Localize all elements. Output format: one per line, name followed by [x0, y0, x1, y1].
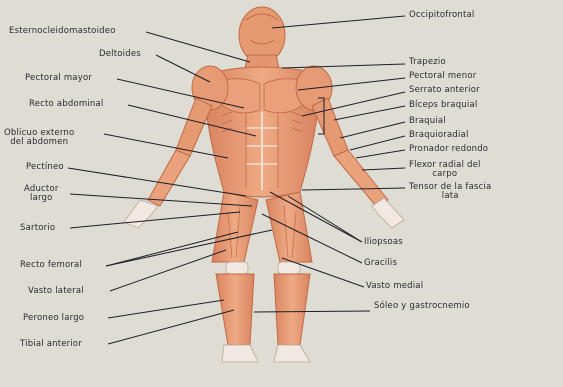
label-vasto-medial: Vasto medial [366, 282, 423, 291]
label-braquioradial: Braquioradial [409, 131, 469, 140]
label-pectineo: Pectíneo [26, 163, 64, 172]
label-tensor-fascia-lata: Tensor de la fascia lata [409, 183, 491, 201]
right-arm [312, 98, 404, 228]
leader-braquial [340, 122, 405, 138]
label-pronador-redondo: Pronador redondo [409, 145, 488, 154]
label-esternocleidomastoideo: Esternocleidomastoideo [9, 27, 116, 36]
leader-sartorio [70, 212, 240, 228]
right-leg [266, 192, 312, 362]
label-recto-abdominal: Recto abdominal [29, 100, 103, 109]
leader-biceps [334, 106, 405, 120]
label-pectoral-mayor: Pectoral mayor [25, 74, 92, 83]
label-serrato-anterior: Serrato anterior [409, 86, 480, 95]
label-occipitofrontal: Occipitofrontal [409, 11, 474, 20]
left-leg [212, 192, 258, 362]
leader-trapezio [282, 64, 405, 68]
label-trapezio: Trapezio [409, 58, 446, 67]
leader-braquioradial [350, 136, 405, 150]
leader-occipitofrontal [272, 16, 405, 28]
left-arm [124, 98, 212, 228]
leader-peroneo [108, 300, 224, 318]
label-peroneo-largo: Peroneo largo [23, 314, 84, 323]
label-iliopsoas: Iliopsoas [364, 238, 403, 247]
label-deltoides: Deltoides [99, 50, 141, 59]
label-oblicuo-externo: Oblicuo externo del abdomen [4, 129, 74, 147]
label-tibial-anterior: Tibial anterior [20, 340, 82, 349]
leader-flexor [362, 168, 405, 170]
leader-soleo [254, 311, 370, 312]
label-biceps-braquial: Bíceps braquial [409, 101, 477, 110]
label-vasto-lateral: Vasto lateral [28, 287, 84, 296]
label-aductor-largo: Aductor largo [24, 185, 59, 203]
label-pectoral-menor: Pectoral menor [409, 72, 476, 81]
leader-vasto-lateral [110, 250, 226, 291]
label-recto-femoral: Recto femoral [20, 261, 82, 270]
leader-tensor [302, 188, 405, 190]
leader-oblicuo [104, 134, 228, 158]
label-flexor-radial: Flexor radial del carpo [409, 161, 481, 179]
label-braquial: Braquial [409, 117, 446, 126]
label-soleo-gastrocnemio: Sóleo y gastrocnemio [374, 302, 470, 311]
leader-pronador [356, 150, 405, 158]
label-sartorio: Sartorio [20, 224, 55, 233]
label-gracilis: Gracilis [364, 259, 397, 268]
